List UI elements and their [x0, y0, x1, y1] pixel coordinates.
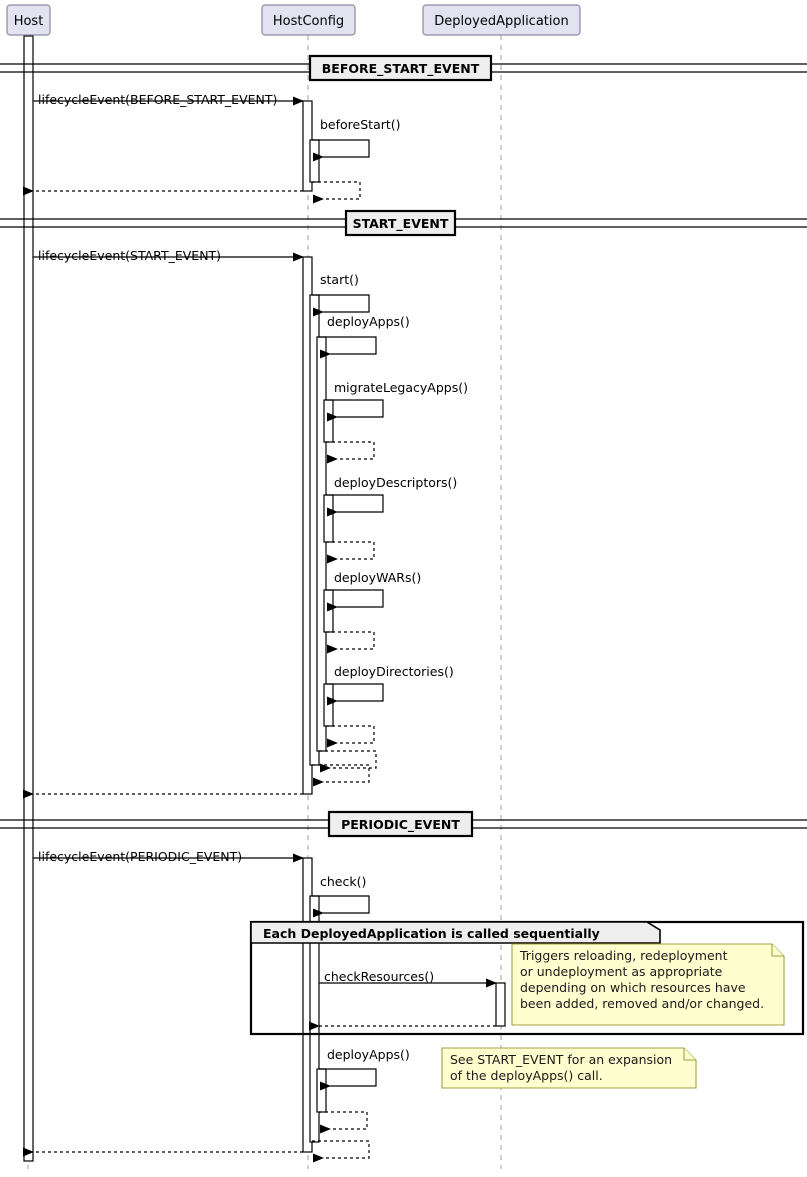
- group-tab: [250, 921, 661, 944]
- msg-deploydirectories: deployDirectories(): [326, 664, 454, 748]
- message-label: migrateLegacyApps(): [334, 380, 468, 395]
- participant-config: HostConfig: [261, 4, 356, 36]
- msg-check: check(): [312, 874, 370, 918]
- participant-box: [422, 4, 581, 36]
- activation-bar: [323, 399, 334, 443]
- message-label: deployApps(): [327, 1047, 410, 1062]
- divider-label: BEFORE_START_EVENT: [322, 61, 480, 77]
- msg-start: start(): [312, 272, 370, 317]
- activation-bar: [323, 589, 334, 633]
- self-call-arrow: [319, 336, 377, 359]
- participant-box: [261, 4, 356, 36]
- note-line: See START_EVENT for an expansion: [450, 1052, 672, 1067]
- message-label: deployDescriptors(): [334, 475, 457, 490]
- msg-return-start: [312, 764, 370, 787]
- message-label: lifecycleEvent(PERIODIC_EVENT): [38, 849, 242, 864]
- note-body: [511, 943, 785, 1026]
- self-call-arrow: [326, 399, 384, 422]
- msg-before-start: beforeStart(): [312, 117, 401, 204]
- msg-deployapps: deployApps(): [319, 314, 410, 359]
- msg-deploywars: deployWARs(): [326, 570, 421, 654]
- divider-box: [344, 209, 457, 237]
- self-return-arrow: [326, 725, 375, 748]
- divider-before-start: BEFORE_START_EVENT: [0, 54, 807, 82]
- msg-periodic-deployapps: deployApps(): [319, 1047, 410, 1134]
- message-label: deployDirectories(): [334, 664, 454, 679]
- self-call-arrow: [326, 494, 384, 517]
- msg-deploydescriptors: deployDescriptors(): [326, 475, 457, 564]
- lifelines-layer: [27, 35, 502, 1169]
- msg-return-periodic-check: [312, 1140, 370, 1163]
- msg-lifecycle-start: lifecycleEvent(START_EVENT): [33, 248, 304, 263]
- participant-label: DeployedApplication: [434, 14, 568, 29]
- divider-label: START_EVENT: [353, 216, 449, 232]
- message-label: beforeStart(): [320, 117, 401, 132]
- group-each-deployedapplication: Each DeployedApplication is called seque…: [249, 920, 805, 1036]
- message-label: checkResources(): [324, 969, 434, 984]
- participant-label: HostConfig: [273, 14, 344, 29]
- divider-label: PERIODIC_EVENT: [341, 817, 460, 833]
- msg-return-deployapps: [319, 750, 377, 773]
- msg-lifecycle-periodic: lifecycleEvent(PERIODIC_EVENT): [33, 849, 304, 864]
- msg-checkresources: checkResources(): [319, 969, 497, 988]
- group-label: Each DeployedApplication is called seque…: [263, 926, 600, 941]
- divider-periodic: PERIODIC_EVENT: [0, 810, 807, 838]
- participant-host: Host: [6, 4, 51, 36]
- activations-layer: [23, 35, 506, 1162]
- note-fold-corner: [771, 944, 784, 957]
- msg-lifecycle-before-start: lifecycleEvent(BEFORE_START_EVENT): [33, 92, 304, 107]
- self-call-arrow: [326, 589, 384, 612]
- message-label: lifecycleEvent(START_EVENT): [38, 248, 221, 263]
- message-label: deployApps(): [327, 314, 410, 329]
- self-return-arrow: [312, 1140, 370, 1163]
- note-line: Triggers reloading, redeployment: [519, 948, 728, 963]
- participant-label: Host: [14, 14, 44, 29]
- self-call-arrow: [312, 294, 370, 317]
- participants-layer: Host HostConfig DeployedApplication: [6, 4, 581, 36]
- participant-deplapp: DeployedApplication: [422, 4, 581, 36]
- self-return-arrow: [326, 631, 375, 654]
- note-fold-corner: [683, 1048, 696, 1061]
- note-line: depending on which resources have: [520, 980, 746, 995]
- message-label: start(): [320, 272, 359, 287]
- note-line: been added, removed and/or changed.: [520, 996, 764, 1011]
- message-label: deployWARs(): [334, 570, 421, 585]
- messages-layer: lifecycleEvent(BEFORE_START_EVENT)before…: [23, 92, 497, 1163]
- dividers-layer: BEFORE_START_EVENT START_EVENT PERIODIC_EV…: [0, 54, 807, 838]
- activation-bar: [495, 982, 506, 1027]
- divider-start: START_EVENT: [0, 209, 807, 237]
- message-label: check(): [320, 874, 366, 889]
- divider-box: [327, 810, 474, 838]
- self-call-arrow: [312, 139, 370, 162]
- self-return-arrow: [312, 181, 361, 204]
- divider-box: [308, 54, 493, 82]
- self-call-arrow: [326, 683, 384, 706]
- participant-box: [6, 4, 51, 36]
- activation-bar: [23, 35, 34, 1162]
- note-line: or undeployment as appropriate: [520, 964, 723, 979]
- message-label: lifecycleEvent(BEFORE_START_EVENT): [38, 92, 277, 107]
- activation-bar: [316, 1068, 327, 1113]
- self-return-arrow: [319, 750, 377, 773]
- self-call-arrow: [312, 895, 370, 918]
- activation-bar: [323, 494, 334, 543]
- activation-bar: [323, 683, 334, 727]
- self-return-arrow: [326, 441, 375, 464]
- note-body: [441, 1047, 697, 1089]
- self-return-arrow: [326, 541, 375, 564]
- self-return-arrow: [319, 1111, 368, 1134]
- self-return-arrow: [312, 764, 370, 787]
- groups-layer: Each DeployedApplication is called seque…: [249, 920, 805, 1036]
- note-line: of the deployApps() call.: [450, 1068, 603, 1083]
- msg-migratelegacyapps: migrateLegacyApps(): [326, 380, 468, 464]
- activation-bar: [309, 139, 320, 183]
- self-call-arrow: [319, 1068, 377, 1091]
